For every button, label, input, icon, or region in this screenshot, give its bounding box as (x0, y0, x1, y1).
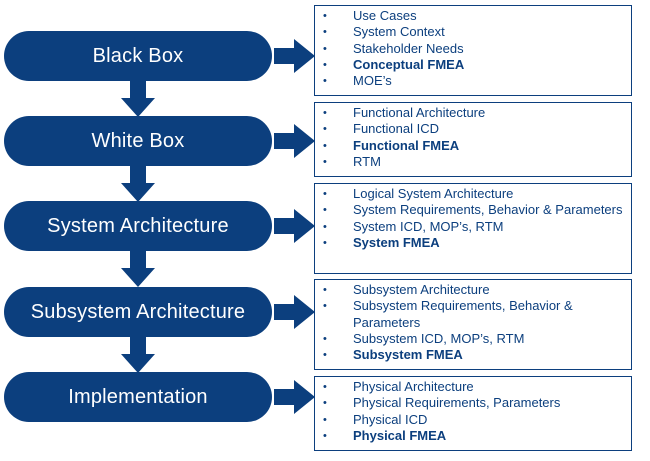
bullet-icon: • (323, 26, 327, 39)
stage-label: Black Box (92, 44, 184, 67)
list-item-text: Subsystem FMEA (353, 347, 463, 363)
right-arrow-icon (274, 39, 315, 73)
stage-details-black-box: • Use Cases • System Context • Stakeholder Ne… (314, 5, 632, 96)
bullet-icon: • (323, 123, 327, 136)
stage-label: System Architecture (47, 214, 229, 237)
list-item-text: Functional FMEA (353, 137, 460, 153)
bullet-icon: • (323, 155, 327, 168)
stage-label: White Box (91, 129, 185, 152)
stage-details-subsystem-architecture: • Subsystem Architecture • Subsystem Requir… (314, 279, 632, 370)
list-item: • Subsystem ICD, MOP’s, RTM (321, 331, 627, 347)
list-item: • Stakeholder Needs (321, 41, 627, 57)
list-item: • MOE’s (321, 73, 627, 89)
stage-details-implementation: • Physical Architecture • Physical Requirem… (314, 376, 632, 451)
list-item-text: Physical ICD (353, 411, 428, 427)
bullet-icon: • (323, 107, 327, 119)
details-list: •Functional Architecture•Functional ICD•… (321, 105, 627, 170)
list-item-text: Use Cases (353, 8, 417, 23)
bullet-icon: • (323, 429, 327, 442)
right-arrow-icon (274, 124, 315, 158)
stage-label: Subsystem Architecture (30, 300, 246, 323)
stage-label: Implementation (68, 385, 208, 408)
right-arrow-icon (274, 209, 315, 243)
bullet-icon: • (323, 75, 327, 88)
stage-black-box: Black Box (4, 31, 272, 81)
list-item-text: Physical Requirements, Parameters (353, 395, 561, 411)
down-arrow-icon (121, 166, 155, 202)
list-item-text: Subsystem ICD, MOP’s, RTM (353, 330, 525, 346)
details-list: • Subsystem Architecture • Subsystem Requir… (321, 282, 627, 363)
details-list: • Logical System Architecture • System Requ… (321, 186, 627, 251)
list-item: • System ICD, MOP’s, RTM (321, 219, 627, 235)
list-item-text: Functional Architecture (353, 105, 486, 120)
bullet-icon: • (323, 188, 327, 200)
list-item-text: Stakeholder Needs (353, 40, 464, 56)
list-item-text: MOE’s (353, 73, 392, 89)
bullet-icon: • (323, 10, 327, 22)
list-item: • Conceptual FMEA (321, 57, 627, 73)
bullet-icon: • (323, 349, 327, 362)
list-item-text: Physical Architecture (353, 379, 474, 394)
details-list: • Use Cases • System Context • Stakeholder Ne… (321, 8, 627, 89)
stage-system-architecture: System Architecture (4, 201, 272, 251)
bullet-icon: • (323, 284, 327, 296)
bullet-icon: • (323, 220, 327, 233)
list-item-text: Logical System Architecture (353, 186, 514, 201)
list-item: • Physical ICD (321, 412, 627, 428)
list-item-text: Functional ICD (353, 121, 439, 137)
list-item-text: System Context (353, 24, 445, 40)
list-item: • Physical FMEA (321, 428, 627, 444)
stage-details-system-architecture: • Logical System Architecture • System Requ… (314, 183, 632, 274)
bullet-icon: • (323, 58, 327, 71)
list-item: • Logical System Architecture (321, 186, 627, 202)
list-item: • Functional Architecture (321, 105, 627, 121)
list-item-text: Subsystem Architecture (353, 282, 490, 297)
list-item-text: Subsystem Requirements, Behavior & Param… (353, 298, 573, 330)
stage-implementation: Implementation (4, 372, 272, 422)
bullet-icon: • (323, 381, 327, 393)
list-item-text: System ICD, MOP’s, RTM (353, 218, 504, 234)
list-item-text: Physical FMEA (353, 427, 447, 443)
list-item-text: System FMEA (353, 234, 440, 250)
list-item-text: System Requirements, Behavior & Paramete… (353, 202, 623, 218)
bullet-icon: • (323, 413, 327, 426)
list-item: • Use Cases (321, 8, 627, 24)
down-arrow-icon (121, 251, 155, 287)
list-item-text: RTM (353, 153, 381, 169)
list-item: • System Requirements, Behavior & Paramet… (321, 202, 627, 218)
bullet-icon: • (323, 397, 327, 410)
down-arrow-icon (121, 337, 155, 373)
list-item-text: Conceptual FMEA (353, 56, 465, 72)
bullet-icon: • (323, 236, 327, 249)
right-arrow-icon (274, 380, 315, 414)
list-item: • RTM (321, 154, 627, 170)
list-item: • Functional FMEA (321, 138, 627, 154)
list-item: • Subsystem Requirements, Behavior & Para… (321, 298, 627, 331)
list-item: • System FMEA (321, 235, 627, 251)
list-item: • Physical Architecture (321, 379, 627, 395)
list-item: • Subsystem FMEA (321, 347, 627, 363)
stage-white-box: White Box (4, 116, 272, 166)
list-item: • System Context (321, 24, 627, 40)
down-arrow-icon (121, 81, 155, 117)
bullet-icon: • (323, 204, 327, 217)
bullet-icon: • (323, 42, 327, 55)
stage-subsystem-architecture: Subsystem Architecture (4, 287, 272, 337)
bullet-icon: • (323, 332, 327, 345)
stage-details-white-box: •Functional Architecture•Functional ICD•… (314, 102, 632, 177)
right-arrow-icon (274, 295, 315, 329)
bullet-icon: • (323, 139, 327, 152)
list-item: • Physical Requirements, Parameters (321, 395, 627, 411)
list-item: • Subsystem Architecture (321, 282, 627, 298)
list-item: • Functional ICD (321, 121, 627, 137)
bullet-icon: • (323, 300, 327, 313)
details-list: • Physical Architecture • Physical Requirem… (321, 379, 627, 444)
